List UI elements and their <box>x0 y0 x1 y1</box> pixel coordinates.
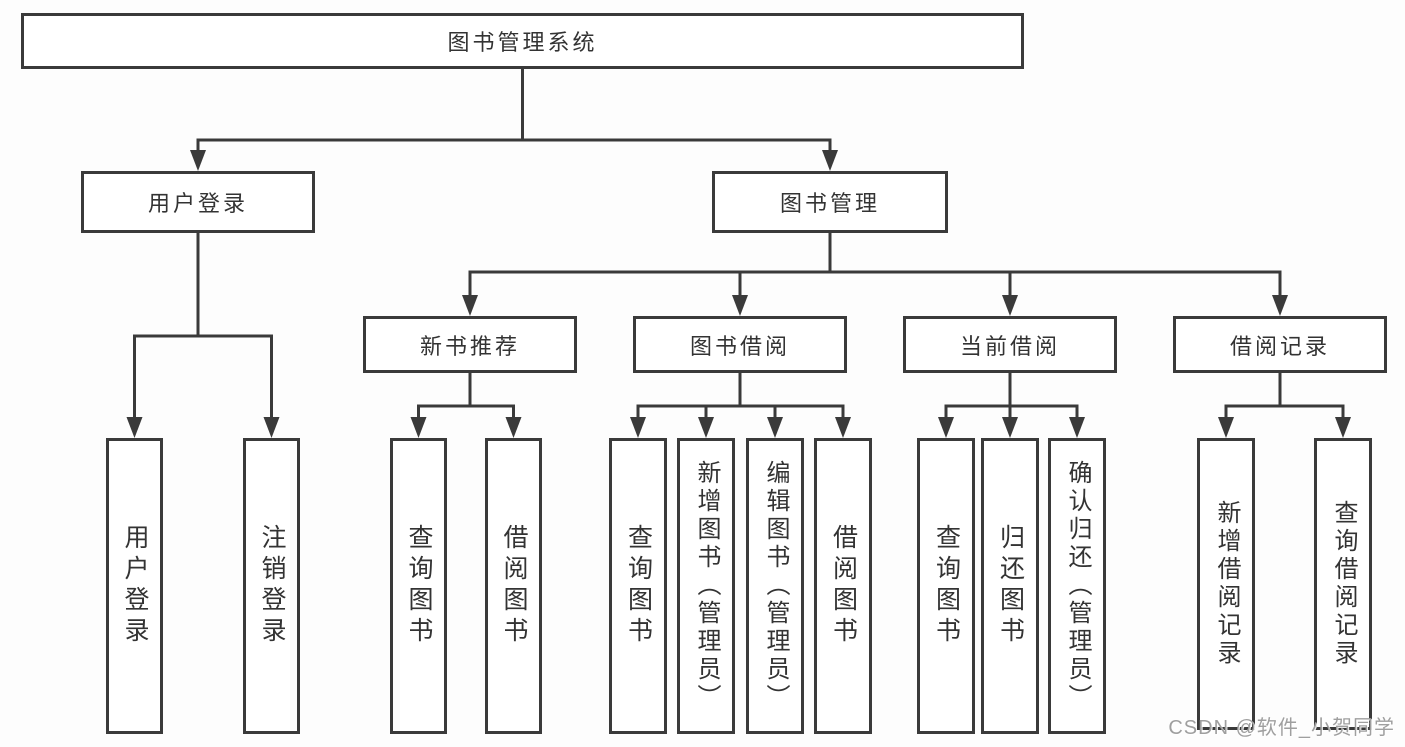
node-query-books-under-borrowing: 查询图书 <box>609 438 667 734</box>
node-current-borrowing: 当前借阅 <box>903 316 1117 373</box>
node-label: 用户登录 <box>121 524 149 648</box>
node-add-borrow-record: 新增借阅记录 <box>1197 438 1255 730</box>
node-label: 注销登录 <box>258 524 286 648</box>
node-user-login: 用户登录 <box>81 171 315 233</box>
node-label: 图书借阅 <box>689 333 790 359</box>
node-label: 新增借阅记录 <box>1213 500 1240 668</box>
node-borrow-books-under-borrowing: 借阅图书 <box>814 438 872 734</box>
node-library-management-system: 图书管理系统 <box>21 13 1024 69</box>
node-label: 图书管理 <box>779 191 880 216</box>
node-label: 新书推荐 <box>419 333 520 359</box>
node-query-books-under-current: 查询图书 <box>917 438 975 734</box>
node-book-borrowing: 图书借阅 <box>633 316 847 373</box>
node-label: 编辑图书（管理员） <box>762 460 789 712</box>
node-new-book-recommendation: 新书推荐 <box>363 316 577 373</box>
node-label: 查询图书 <box>932 524 961 648</box>
node-query-books-under-new-books: 查询图书 <box>390 438 447 734</box>
csdn-watermark: CSDN @软件_小贺同学 <box>1168 717 1395 739</box>
node-label: 查询图书 <box>405 524 433 648</box>
node-label: 借阅记录 <box>1229 333 1330 359</box>
node-user-login-action: 用户登录 <box>106 438 163 734</box>
node-label: 归还图书 <box>996 524 1025 648</box>
node-book-management: 图书管理 <box>712 171 948 233</box>
node-label: 查询借阅记录 <box>1330 500 1357 668</box>
node-edit-books-admin: 编辑图书（管理员） <box>746 438 804 734</box>
node-return-books: 归还图书 <box>981 438 1039 734</box>
node-label: 新增图书（管理员） <box>693 460 720 712</box>
node-logout-action: 注销登录 <box>243 438 300 734</box>
node-label: 借阅图书 <box>500 524 528 648</box>
node-label: 用户登录 <box>147 191 248 216</box>
node-borrow-books-under-new-books: 借阅图书 <box>485 438 542 734</box>
node-borrowing-records: 借阅记录 <box>1173 316 1387 373</box>
node-label: 查询图书 <box>624 524 653 648</box>
node-confirm-return-admin: 确认归还（管理员） <box>1048 438 1106 734</box>
node-label: 当前借阅 <box>959 333 1060 359</box>
node-label: 图书管理系统 <box>447 30 598 55</box>
node-query-borrow-record: 查询借阅记录 <box>1314 438 1372 730</box>
node-label: 确认归还（管理员） <box>1064 460 1091 712</box>
node-label: 借阅图书 <box>829 524 858 648</box>
node-add-books-admin: 新增图书（管理员） <box>677 438 735 734</box>
